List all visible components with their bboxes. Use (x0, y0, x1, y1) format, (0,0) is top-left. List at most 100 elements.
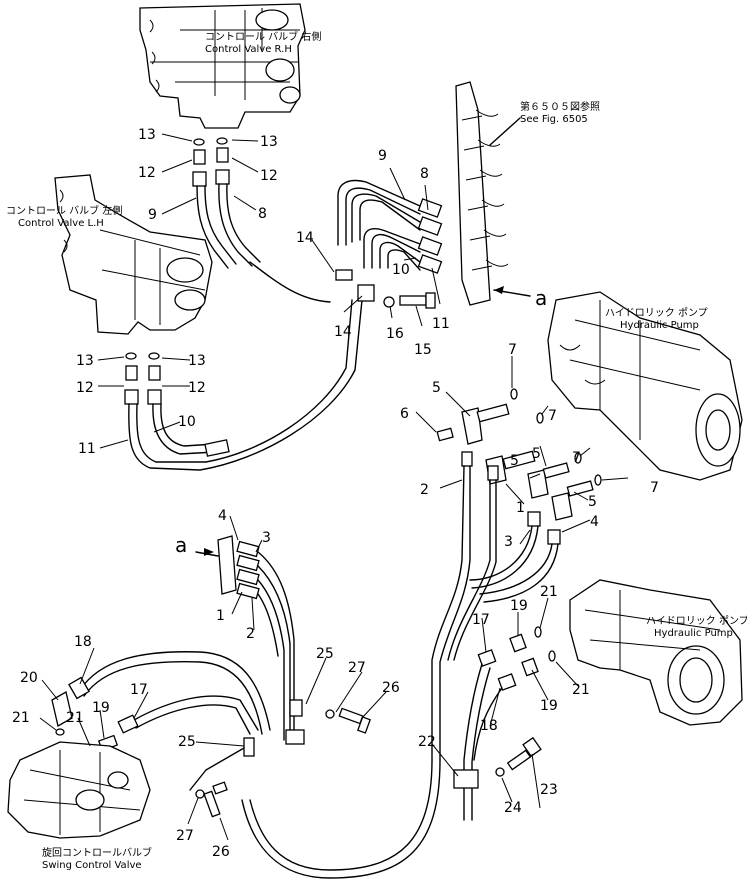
cv-rh-jp-label: コントロール バルブ 右側 (205, 30, 321, 43)
callout-25-b: 25 (316, 646, 334, 662)
callout-19-c: 19 (540, 698, 558, 714)
swing-en-label: Swing Control Valve (42, 860, 142, 871)
callout-7-c: 7 (572, 450, 581, 466)
callout-11-a: 11 (432, 316, 450, 332)
callout-16: 16 (386, 326, 404, 342)
callout-26-b: 26 (212, 844, 230, 860)
hose-8-to-clamp (249, 261, 331, 303)
callout-12-d: 12 (188, 380, 206, 396)
callout-21-b: 21 (540, 584, 558, 600)
callout-24: 24 (504, 800, 522, 816)
fittings-pump2 (453, 626, 556, 821)
callout-21-c: 21 (572, 682, 590, 698)
swing-control-valve (7, 741, 151, 839)
callout-25-a: 25 (178, 734, 196, 750)
callout-4-a: 4 (590, 514, 599, 530)
callout-23: 23 (540, 782, 558, 798)
callout-3-a: 3 (504, 534, 513, 550)
callout-21-a: 21 (12, 710, 30, 726)
callout-18-b: 18 (480, 718, 498, 734)
callout-27-b: 27 (176, 828, 194, 844)
callout-21-a2: 21 (66, 710, 84, 726)
callout-8-a: 8 (258, 206, 267, 222)
callout-5-d: 5 (588, 494, 597, 510)
callout-11-b: 11 (78, 441, 96, 457)
callout-12-c: 12 (76, 380, 94, 396)
callout-9-b: 9 (378, 148, 387, 164)
callout-4-b: 4 (218, 508, 227, 524)
callout-19-b: 19 (510, 598, 528, 614)
callout-2-a: 2 (420, 482, 429, 498)
leader-lines (39, 133, 629, 841)
callout-3-b: 3 (262, 530, 271, 546)
callout-8-b: 8 (420, 166, 429, 182)
callout-7-d: 7 (650, 480, 659, 496)
pump1-en-label: Hydraulic Pump (620, 320, 699, 331)
callout-1-a: 1 (516, 500, 525, 516)
cv-rh-en-label: Control Valve R.H (205, 44, 292, 55)
callout-20: 20 (20, 670, 38, 686)
pump2-jp-label: ハイドロリック ポンプ (646, 615, 747, 627)
callout-13-b: 13 (260, 134, 278, 150)
callout-17-b: 17 (472, 612, 490, 628)
callout-19-a: 19 (92, 700, 110, 716)
callout-5-a: 5 (432, 380, 441, 396)
swing-hoses (51, 651, 271, 791)
callout-5-c: 5 (510, 453, 519, 469)
hose-10-lower (152, 403, 216, 455)
hose-9-upper-b (204, 185, 237, 265)
pump2-en-label: Hydraulic Pump (654, 628, 733, 639)
pump1-jp-label: ハイドロリック ポンプ (605, 307, 708, 319)
callout-10-b: 10 (178, 414, 196, 430)
fig-6505-block (455, 81, 531, 306)
fittings-rh (192, 137, 230, 187)
hose-11-loop-b (136, 299, 353, 463)
hose-8-upper-b (226, 183, 261, 263)
control-valve-rh (139, 3, 306, 129)
cv-lh-en-label: Control Valve L.H (18, 218, 104, 229)
callout-17-a: 17 (130, 682, 148, 698)
callout-27-a: 27 (348, 660, 366, 676)
swing-jp-label: 旋回コントロールバルブ (42, 846, 152, 859)
callout-5-b: 5 (532, 446, 541, 462)
callout-18-a: 18 (74, 634, 92, 650)
callout-6: 6 (400, 406, 409, 422)
callout-10-a: 10 (392, 262, 410, 278)
hose-9-upper (196, 185, 229, 269)
callout-12-b: 12 (260, 168, 278, 184)
hose-cluster-upper (335, 179, 443, 309)
see-fig-en-label: See Fig. 6505 (520, 114, 588, 125)
callout-14-a: 14 (296, 230, 314, 246)
hydraulic-pump-2 (569, 579, 743, 726)
cv-lh-jp-label: コントロール バルブ 左側 (6, 204, 122, 217)
main-hoses-1-4 (241, 451, 561, 879)
callout-13-a: 13 (138, 127, 156, 143)
clamp-22 (453, 769, 479, 789)
hose-10-lower-b (160, 403, 216, 447)
callout-26-a: 26 (382, 680, 400, 696)
callout-15: 15 (414, 342, 432, 358)
callout-7-a: 7 (508, 342, 517, 358)
callout-13-c: 13 (76, 353, 94, 369)
callout-9-a: 9 (148, 207, 157, 223)
clamps-bolts (195, 699, 371, 818)
hose-11-loop (128, 299, 363, 471)
callout-22: 22 (418, 734, 436, 750)
callout-7-b: 7 (548, 408, 557, 424)
callout-14-b: 14 (334, 324, 352, 340)
hose-8-upper (218, 183, 253, 267)
callout-13-d: 13 (188, 353, 206, 369)
control-valve-lh (54, 174, 213, 335)
callout-2-b: 2 (246, 626, 255, 642)
hydraulic-pump-1 (547, 291, 743, 481)
see-fig-jp-label: 第６５０５図参照 (520, 100, 600, 113)
callout-numbers: 13 13 12 12 9 8 9 8 14 14 10 11 16 15 13… (12, 127, 659, 860)
hose-clamp-lower (204, 439, 230, 457)
fittings-lh (124, 352, 162, 405)
ref-a-top: a (535, 286, 547, 310)
callout-12-a: 12 (138, 165, 156, 181)
ref-a-left: a (175, 533, 187, 557)
hose-bundle-a (195, 535, 295, 741)
callout-1-b: 1 (216, 608, 225, 624)
